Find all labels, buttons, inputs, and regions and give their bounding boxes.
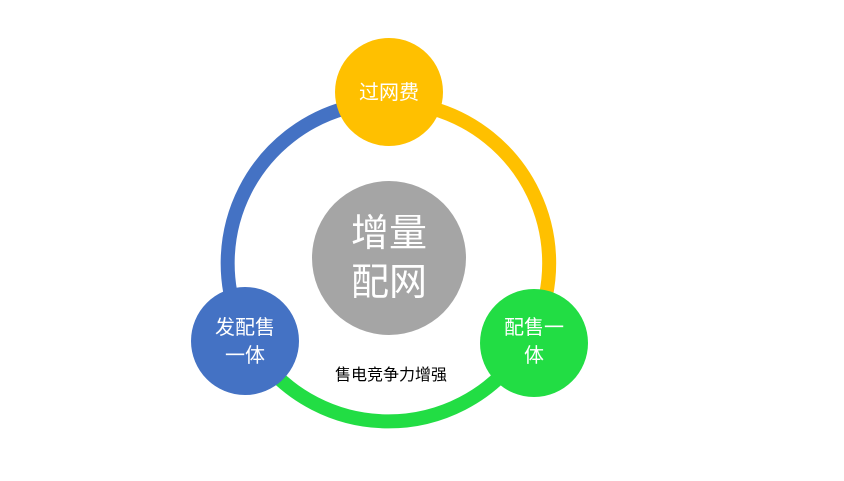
node-top-circle [335,38,443,146]
center-circle [312,181,466,335]
arc-left-to-top [220,101,353,327]
node-left-circle [191,287,299,395]
node-right-label-line1: 配售一 [504,315,564,339]
node-right-circle [480,289,588,397]
node-left-label-line1: 发配售 [215,315,275,339]
node-top-label: 过网费 [359,80,419,104]
center-label-line1: 增量 [351,211,427,255]
arc-top-to-right [424,101,557,334]
node-right-label-line2: 体 [524,343,544,367]
node-left-label-line2: 一体 [225,343,265,367]
arc-bottom [255,353,522,429]
bottom-arc-caption: 售电竞争力增强 [335,365,447,384]
center-label-line2: 配网 [351,260,427,304]
